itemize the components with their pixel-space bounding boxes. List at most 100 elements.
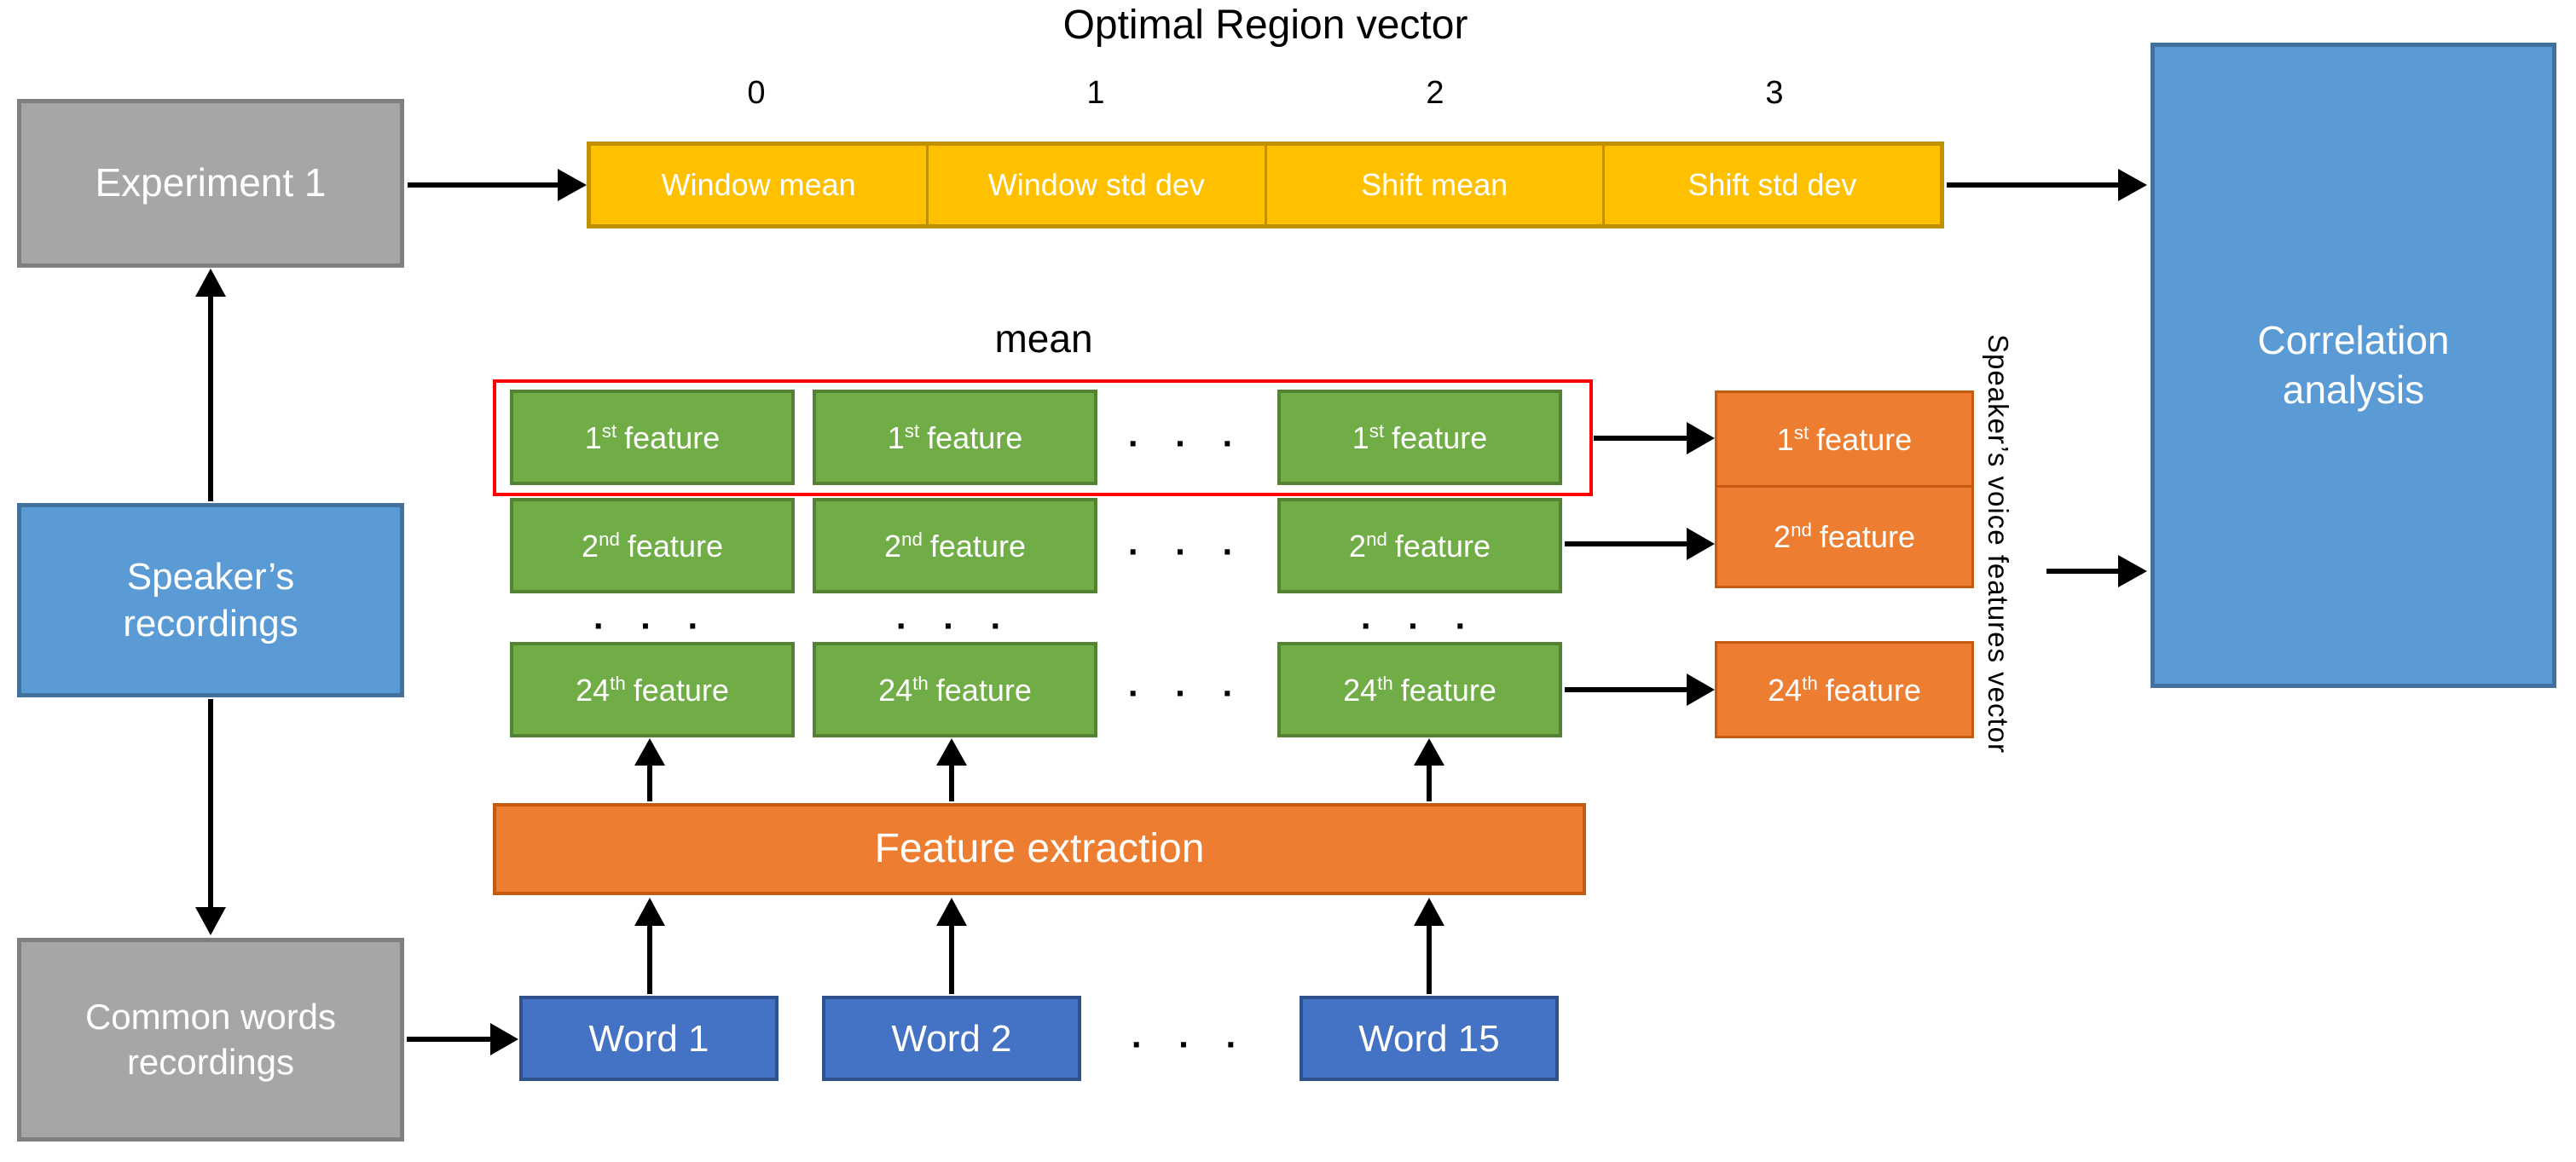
speaker-voice-features-vector-label: Speaker’s voice features vector	[1983, 334, 2014, 754]
arrow-region-vector-to-correlation	[1947, 169, 2147, 201]
feature-suffix: nd	[1366, 528, 1387, 550]
feature-suffix: st	[1793, 421, 1809, 443]
feature-text: 2nd feature	[1774, 517, 1915, 556]
feature-suffix: nd	[1791, 519, 1812, 541]
arrow-word2-to-feature-extraction	[936, 898, 967, 994]
correlation-analysis-box: Correlation analysis	[2151, 43, 2556, 688]
word-15-box: Word 15	[1300, 996, 1559, 1081]
arrow-common-words-to-word1	[407, 1023, 518, 1055]
word-15-label: Word 15	[1358, 1017, 1500, 1060]
feature-word: feature	[1825, 672, 1921, 708]
experiment-1-box: Experiment 1	[17, 99, 404, 268]
words-ellipsis: . . .	[1131, 1015, 1250, 1055]
feature-text: 2nd feature	[582, 527, 723, 565]
mean-label: mean	[994, 316, 1093, 361]
arrow-speaker-to-experiment	[195, 269, 226, 501]
region-index-2: 2	[1426, 75, 1444, 111]
region-cell-window-mean: Window mean	[591, 146, 929, 224]
feature-text: 1st feature	[1352, 419, 1487, 457]
word-2-box: Word 2	[822, 996, 1081, 1081]
common-words-recordings-box: Common words recordings	[17, 938, 404, 1142]
feature-ordinal: 24	[1768, 672, 1803, 708]
feature-ordinal: 24	[576, 672, 611, 708]
feature-ordinal: 2	[1774, 519, 1792, 554]
feature-word: feature	[1394, 528, 1491, 564]
green-cell-r1c3: 1st feature	[1277, 390, 1562, 485]
common-words-line1: Common words	[84, 997, 337, 1037]
common-words-line2: recordings	[126, 1041, 295, 1082]
row2-ellipsis: . . .	[1127, 522, 1247, 563]
feature-suffix: th	[1377, 672, 1393, 694]
arrow-features-vector-to-correlation	[2046, 555, 2147, 587]
feature-word: feature	[935, 672, 1032, 708]
feature-ordinal: 1	[1776, 421, 1794, 457]
feature-suffix: th	[1802, 672, 1818, 694]
orange-feature-24: 24th feature	[1715, 641, 1974, 738]
orange-feature-2: 2nd feature	[1715, 485, 1974, 588]
feature-word: feature	[624, 419, 721, 455]
arrow-row2-to-orange2	[1565, 528, 1715, 560]
orange-feature-1: 1st feature	[1715, 390, 1974, 488]
feature-word: feature	[927, 419, 1023, 455]
arrow-speaker-to-common-words	[195, 699, 226, 935]
feature-word: feature	[627, 528, 723, 564]
col1-vertical-ellipsis: . . .	[593, 596, 712, 637]
feature-extraction-label: Feature extraction	[874, 826, 1205, 871]
feature-ordinal: 1	[584, 419, 602, 455]
arrow-feature-extraction-to-col1	[634, 738, 665, 801]
feature-word: feature	[929, 528, 1026, 564]
green-cell-r3c3: 24th feature	[1277, 642, 1562, 737]
arrow-word1-to-feature-extraction	[634, 898, 665, 994]
green-cell-r2c1: 2nd feature	[510, 498, 795, 593]
feature-suffix: st	[1369, 419, 1385, 442]
region-vector-title: Optimal Region vector	[1062, 3, 1468, 48]
feature-text: 24th feature	[576, 671, 729, 709]
feature-text: 1st feature	[585, 419, 720, 457]
feature-ordinal: 2	[582, 528, 599, 564]
common-words-label: Common words recordings	[85, 995, 336, 1084]
region-cell-window-std-dev: Window std dev	[929, 146, 1267, 224]
feature-ordinal: 24	[1343, 672, 1378, 708]
feature-word: feature	[1392, 419, 1488, 455]
feature-suffix: st	[601, 419, 617, 442]
feature-suffix: th	[912, 672, 929, 694]
feature-ordinal: 1	[1352, 419, 1369, 455]
optimal-region-vector-row: Window mean Window std dev Shift mean Sh…	[587, 142, 1944, 228]
word-2-label: Word 2	[891, 1017, 1012, 1060]
word-1-label: Word 1	[588, 1017, 709, 1060]
col2-vertical-ellipsis: . . .	[895, 596, 1015, 637]
feature-suffix: nd	[599, 528, 620, 550]
green-cell-r3c1: 24th feature	[510, 642, 795, 737]
green-cell-r1c1: 1st feature	[510, 390, 795, 485]
feature-suffix: th	[610, 672, 626, 694]
feature-suffix: nd	[901, 528, 923, 550]
correlation-line1: Correlation	[2257, 318, 2450, 362]
row1-ellipsis: . . .	[1127, 413, 1247, 454]
region-cell-shift-mean: Shift mean	[1267, 146, 1605, 224]
experiment-1-label: Experiment 1	[95, 160, 327, 205]
feature-word: feature	[1819, 519, 1915, 554]
region-index-0: 0	[747, 75, 766, 111]
speaker-line1: Speaker’s	[126, 556, 295, 598]
arrow-feature-extraction-to-col3	[1414, 738, 1444, 801]
feature-text: 1st feature	[1777, 420, 1912, 459]
region-cell-shift-std-dev: Shift std dev	[1687, 167, 1857, 202]
col3-vertical-ellipsis: . . .	[1360, 596, 1479, 637]
arrow-experiment-to-region-vector	[408, 169, 587, 201]
word-1-box: Word 1	[519, 996, 779, 1081]
feature-word: feature	[1400, 672, 1496, 708]
feature-word: feature	[633, 672, 729, 708]
feature-word: feature	[1816, 421, 1913, 457]
feature-ordinal: 1	[887, 419, 905, 455]
arrow-row3-to-orange3	[1565, 673, 1715, 706]
arrow-feature-extraction-to-col2	[936, 738, 967, 801]
speaker-line2: recordings	[123, 603, 298, 645]
correlation-line2: analysis	[2282, 367, 2425, 412]
